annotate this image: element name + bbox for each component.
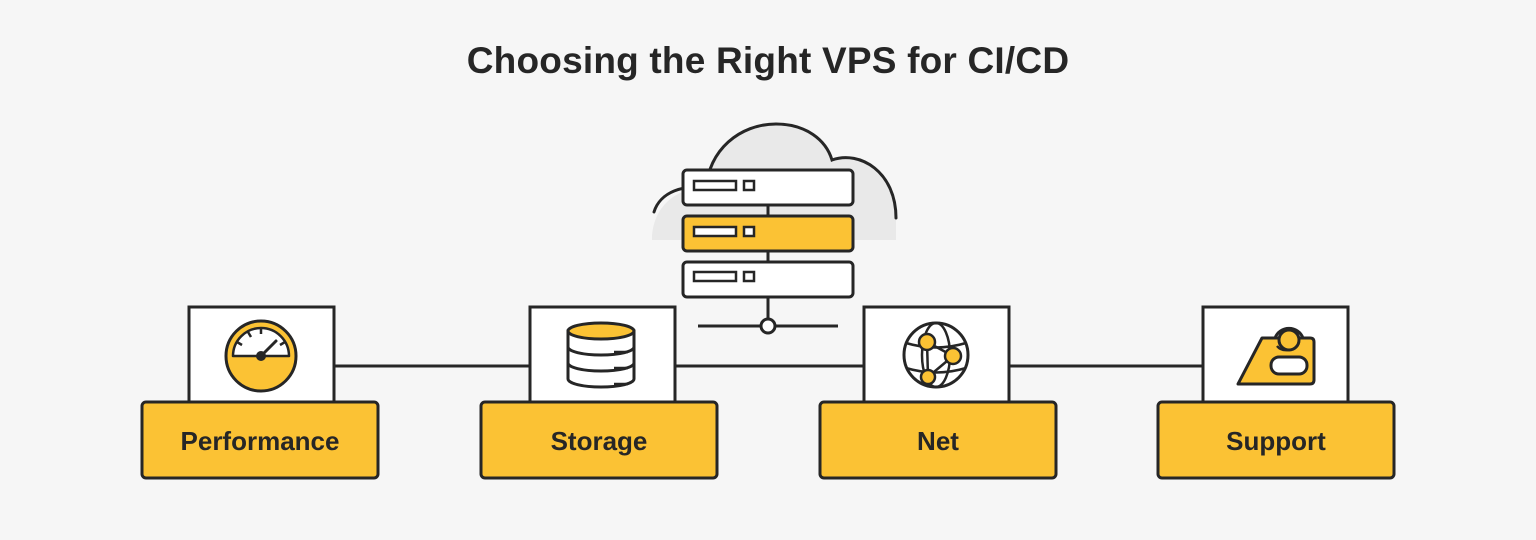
card-performance: Performance	[140, 305, 380, 480]
card-label-net: Net	[917, 426, 959, 456]
card-support: Support	[1156, 305, 1396, 480]
diagram-title: Choosing the Right VPS for CI/CD	[466, 40, 1070, 81]
card-storage: Storage	[479, 305, 719, 480]
database-icon	[566, 321, 636, 389]
card-label-support: Support	[1226, 426, 1326, 456]
network-globe-icon	[902, 321, 970, 389]
card-label-storage: Storage	[551, 426, 648, 456]
card-label-performance: Performance	[181, 426, 340, 456]
speedometer-icon	[224, 319, 298, 393]
cloud-server-icon	[652, 122, 898, 335]
card-net: Net	[818, 305, 1058, 480]
support-agent-icon	[1236, 326, 1316, 386]
